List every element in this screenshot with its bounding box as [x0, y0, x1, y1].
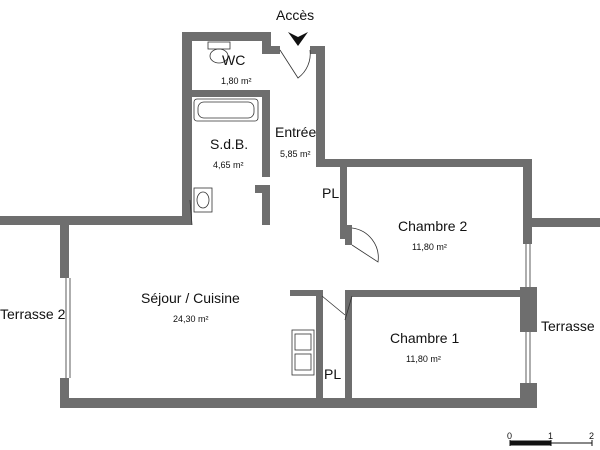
walls: [0, 32, 600, 408]
room-name-pl-bottom: PL: [324, 366, 342, 382]
room-name-pl-top: PL: [322, 185, 340, 201]
room-name-terrasse-right: Terrasse: [541, 318, 595, 334]
fixtures: [65, 41, 531, 383]
room-area-entree: 5,85 m²: [280, 149, 311, 159]
room-area-chambre1: 11,80 m²: [406, 354, 441, 364]
room-name-wc: WC: [222, 52, 246, 68]
room-area-chambre2: 11,80 m²: [412, 242, 447, 252]
room-area-sdb: 4,65 m²: [213, 160, 244, 170]
scale-tick-1: 1: [548, 431, 554, 441]
room-name-sejour: Séjour / Cuisine: [141, 290, 240, 306]
room-name-entree: Entrée: [275, 124, 317, 140]
scale-bar: [509, 440, 593, 446]
room-name-chambre2: Chambre 2: [398, 218, 468, 234]
room-name-terrasse-left: Terrasse 2: [0, 306, 66, 322]
room-area-sejour: 24,30 m²: [173, 314, 209, 324]
access-label: Accès: [276, 7, 315, 23]
room-name-chambre1: Chambre 1: [390, 330, 460, 346]
room-area-wc: 1,80 m²: [221, 76, 252, 86]
scale-tick-0: 0: [507, 431, 513, 441]
access-arrow-icon: [288, 32, 308, 46]
scale-tick-2: 2: [589, 431, 595, 441]
room-name-sdb: S.d.B.: [210, 136, 249, 152]
